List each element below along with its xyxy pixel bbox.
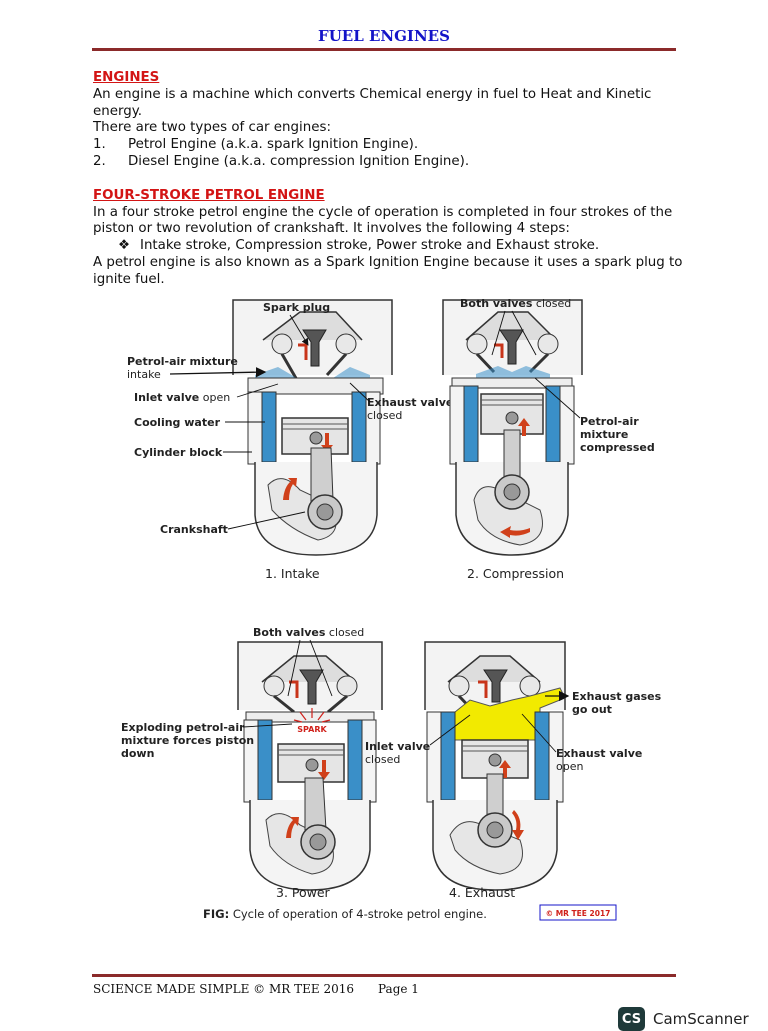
engines-intro: An engine is a machine which converts Ch… <box>93 86 652 119</box>
inlet-valve-sublabel: closed <box>365 753 400 766</box>
four-stroke-heading: FOUR-STROKE PETROL ENGINE <box>93 187 325 203</box>
rotation-arrow-icon <box>283 478 297 500</box>
spark-plug-icon <box>483 669 508 703</box>
spark-plug-icon <box>302 329 327 367</box>
engine-intake-diagram: Spark plug Petrol-air mixture intake Inl… <box>127 299 453 581</box>
engine-type-item: 1. Petrol Engine (a.k.a. spark Ignition … <box>93 137 683 154</box>
strokes-bullet: ❖ Intake stroke, Compression stroke, Powe… <box>93 238 683 255</box>
engine-type-item: 2. Diesel Engine (a.k.a. compression Ign… <box>93 154 683 171</box>
arrow-icon <box>321 433 333 452</box>
exhaust-caption: 4. Exhaust <box>449 885 515 900</box>
figure-caption: FIG: Cycle of operation of 4-stroke petr… <box>203 907 487 921</box>
compressed-label-line3: compressed <box>580 441 655 454</box>
spark-plug-icon <box>299 669 324 705</box>
spark-ignition-paragraph: A petrol engine is also known as a Spark… <box>93 254 683 287</box>
figure-copyright: © MR TEE 2017 <box>546 909 611 918</box>
list-text: Diesel Engine (a.k.a. compression Igniti… <box>128 153 470 169</box>
exhaust-gases-label-line2: go out <box>572 703 612 716</box>
mixture-intake-label: Petrol-air mixture <box>127 355 238 368</box>
spark-label: SPARK <box>297 725 327 734</box>
page-number: Page 1 <box>378 982 419 996</box>
spark-plug-label: Spark plug <box>263 301 330 314</box>
exhaust-valve-label: Exhaust valve <box>367 396 453 409</box>
rotation-arrow-icon <box>512 810 524 840</box>
cylinder-block-label: Cylinder block <box>134 446 223 459</box>
compressed-label-line1: Petrol-air <box>580 415 639 428</box>
rotation-arrow-icon <box>500 526 530 538</box>
camscanner-watermark: CS CamScanner <box>618 1007 749 1031</box>
mixture-intake-sublabel: intake <box>127 368 161 381</box>
footer-text: SCIENCE MADE SIMPLE © MR TEE 2016 <box>93 982 354 996</box>
exploding-label-line2: mixture forces piston <box>121 734 254 747</box>
exploding-label-line3: down <box>121 747 154 760</box>
exhaust-gases-label-line1: Exhaust gases <box>572 690 662 703</box>
spark-plug-icon <box>499 329 524 365</box>
exhaust-valve-sublabel: open <box>556 760 583 773</box>
list-text: Petrol Engine (a.k.a. spark Ignition Eng… <box>128 137 419 153</box>
rotation-arrow-icon <box>286 817 299 838</box>
compression-caption: 2. Compression <box>467 566 564 581</box>
footer-rule <box>92 974 676 977</box>
footer: SCIENCE MADE SIMPLE © MR TEE 2016 Page 1 <box>93 982 419 996</box>
arrow-icon <box>499 760 511 778</box>
exploding-label-line1: Exploding petrol-air <box>121 721 245 734</box>
engine-compression-diagram: Both valves closed Petrol-air mixture co… <box>442 297 655 581</box>
arrow-icon <box>518 418 530 436</box>
list-number: 1. <box>93 137 106 153</box>
both-valves-label: Both valves closed <box>460 297 571 310</box>
main-content: ENGINES An engine is a machine which con… <box>93 70 683 289</box>
inlet-valve-label: Inlet valve open <box>134 391 230 404</box>
crankshaft-label: Crankshaft <box>160 523 228 536</box>
bullet-text: Intake stroke, Compression stroke, Power… <box>140 238 600 254</box>
engine-exhaust-diagram: Inlet valve closed Exhaust gases go out … <box>365 641 662 900</box>
list-number: 2. <box>93 153 106 169</box>
inlet-valve-label: Inlet valve <box>365 740 430 753</box>
diamond-bullet-icon: ❖ <box>118 238 131 254</box>
engine-power-diagram: SPARK Both valves closed Exploding petro… <box>121 626 383 900</box>
power-caption: 3. Power <box>276 885 331 900</box>
cooling-water-label: Cooling water <box>134 416 221 429</box>
exhaust-valve-sublabel: closed <box>367 409 402 422</box>
both-valves-label: Both valves closed <box>253 626 364 639</box>
arrow-icon <box>318 760 330 780</box>
exhaust-valve-label: Exhaust valve <box>556 747 642 760</box>
engines-heading: ENGINES <box>93 70 160 85</box>
header-rule <box>92 48 676 51</box>
four-stroke-paragraph: In a four stroke petrol engine the cycle… <box>93 204 673 237</box>
compressed-label-line2: mixture <box>580 428 628 441</box>
engine-types-intro: There are two types of car engines: <box>93 120 331 136</box>
camscanner-logo-icon: CS <box>618 1007 645 1031</box>
page-title: FUEL ENGINES <box>318 27 450 45</box>
intake-caption: 1. Intake <box>265 566 320 581</box>
copyright-box <box>539 904 617 921</box>
camscanner-name: CamScanner <box>653 1010 749 1028</box>
